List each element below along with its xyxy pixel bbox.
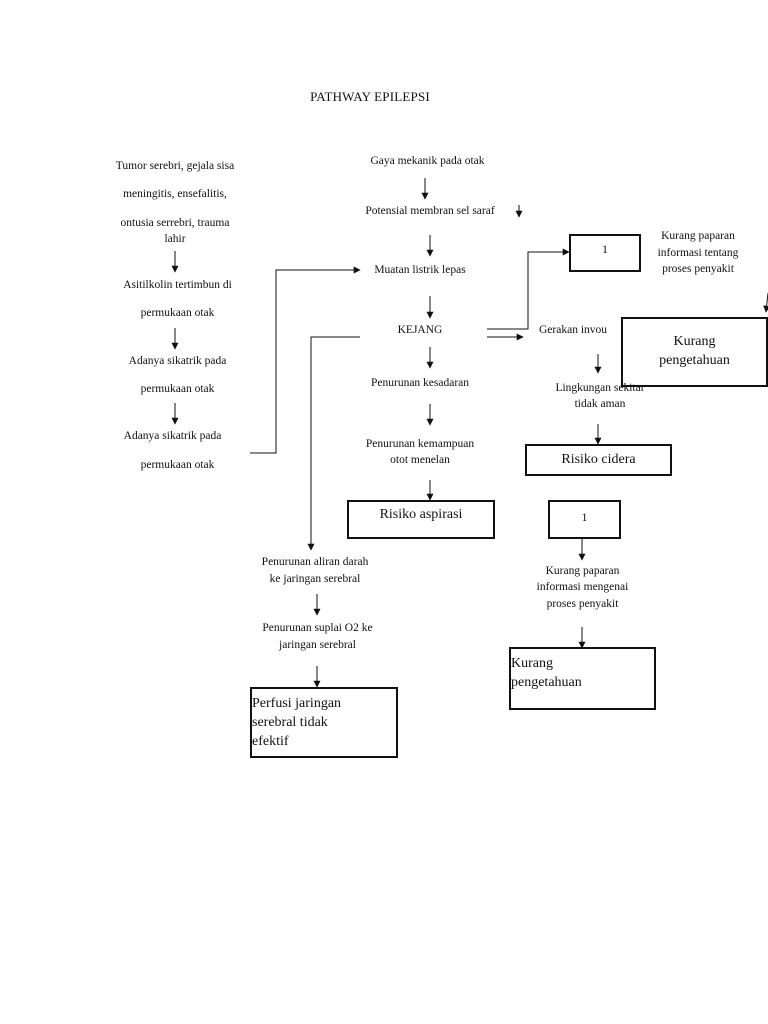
- potensial-membran-text: Potensial membran sel saraf: [365, 205, 495, 217]
- cause-text-line-3: ontusia serrebri, trauma: [120, 217, 230, 229]
- num-box-upper-label: 1: [602, 242, 608, 256]
- aliran-darah-line-1: Penurunan aliran darah: [261, 556, 369, 568]
- connector-left-to-muatan: [250, 266, 361, 454]
- cause-text-line-4: lahir: [164, 233, 186, 245]
- cause-text-line-1: Tumor serebri, gejala sisa: [115, 160, 235, 172]
- risiko-aspirasi-box: Risiko aspirasi: [347, 500, 495, 539]
- risiko-cidera-label: Risiko cidera: [561, 451, 636, 467]
- lingkungan-line-1: Lingkungan sekitar: [555, 382, 645, 394]
- num-box-upper: 1: [569, 234, 641, 272]
- asitilkolin-text-line-2: permukaan otak: [140, 307, 215, 319]
- penurunan-kemampuan-line-1: Penurunan kemampuan: [365, 438, 475, 450]
- info-lower-line-3: proses penyakit: [546, 598, 619, 610]
- gaya-mekanik-text: Gaya mekanik pada otak: [370, 155, 485, 167]
- info-lower-line-2: informasi mengenai: [536, 581, 629, 593]
- suplai-o2-line-1: Penurunan suplai O2 ke: [262, 622, 373, 634]
- info-upper-line-2: informasi tentang: [657, 247, 739, 259]
- kejang-text: KEJANG: [397, 324, 443, 336]
- lingkungan-line-2: tidak aman: [574, 398, 626, 410]
- info-lower-line-1: Kurang paparan: [545, 565, 620, 577]
- penurunan-kemampuan-line-2: otot menelan: [390, 454, 450, 466]
- perfusi-line-2: serebral tidak: [252, 714, 328, 730]
- page-title: PATHWAY EPILEPSI: [310, 89, 430, 104]
- aliran-darah-line-2: ke jaringan serebral: [269, 573, 361, 585]
- gerakan-text: Gerakan invou: [539, 324, 608, 336]
- muatan-listrik-text: Muatan listrik lepas: [374, 264, 466, 276]
- sikatrik-text-1-line-1: Adanya sikatrik pada: [128, 355, 227, 367]
- sikatrik-text-2-line-1: Adanya sikatrik pada: [123, 430, 222, 442]
- connector-kejang-to-num-box: [487, 248, 570, 330]
- asitilkolin-text-line-1: Asitilkolin tertimbun di: [123, 279, 232, 291]
- sikatrik-text-1-line-2: permukaan otak: [140, 383, 215, 395]
- num-box-lower: 1: [548, 500, 621, 539]
- perfusi-line-1: Perfusi jaringan: [252, 696, 342, 711]
- risiko-cidera-box: Risiko cidera: [525, 444, 672, 476]
- sikatrik-text-2-line-2: permukaan otak: [140, 459, 215, 471]
- penurunan-kesadaran-text: Penurunan kesadaran: [370, 377, 470, 389]
- kurang-pengetahuan-box-lower: Kurang pengetahuan: [509, 647, 656, 710]
- kurang-pengetahuan-box-upper: Kurang pengetahuan: [621, 317, 768, 387]
- pengetahuan-lower-line-1: Kurang: [511, 656, 553, 671]
- info-upper-line-3: proses penyakit: [662, 263, 734, 275]
- pengetahuan-upper-line-1: Kurang: [673, 334, 716, 350]
- risiko-aspirasi-label: Risiko aspirasi: [379, 507, 463, 522]
- suplai-o2-line-2: jaringan serebral: [279, 639, 356, 651]
- perfusi-jaringan-box: Perfusi jaringan serebral tidak efektif: [250, 687, 398, 758]
- cause-text-line-2: meningitis, ensefalitis,: [123, 188, 227, 200]
- perfusi-line-3: efektif: [252, 733, 289, 749]
- pengetahuan-lower-line-2: pengetahuan: [511, 674, 582, 690]
- num-box-lower-label: 1: [581, 510, 588, 524]
- pengetahuan-upper-line-2: pengetahuan: [659, 353, 730, 368]
- info-upper-line-1: Kurang paparan: [661, 230, 735, 242]
- connector-kejang-to-aliran: [307, 336, 360, 551]
